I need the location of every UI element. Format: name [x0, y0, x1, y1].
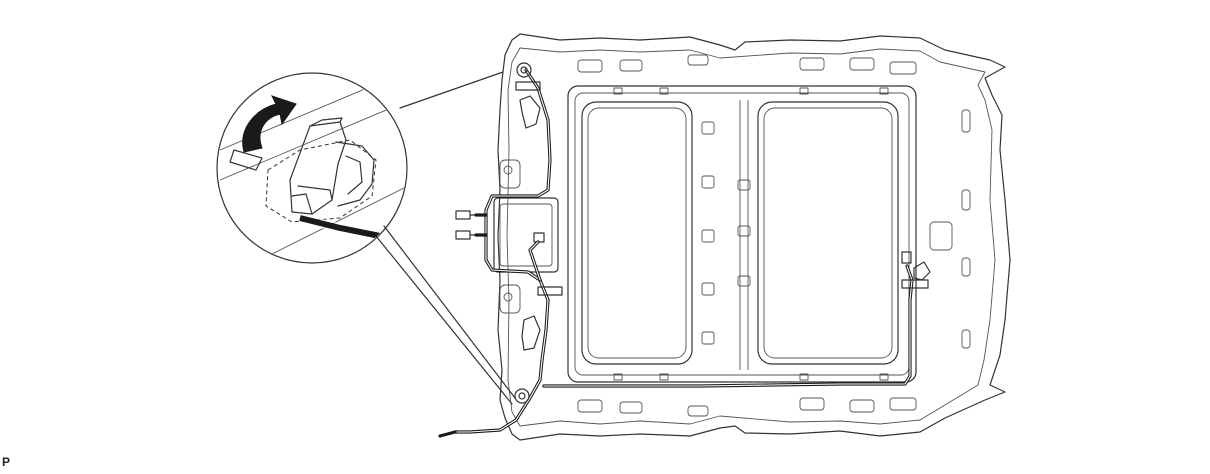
clamp-mid — [537, 286, 563, 296]
sliding-roof-glass-rear — [757, 101, 899, 365]
sliding-roof-glass-front — [581, 101, 693, 365]
clamp-right — [901, 279, 929, 289]
figure-corner-label: P — [2, 455, 11, 469]
harness-clamps — [514, 62, 931, 404]
callout-detail — [216, 72, 408, 264]
clamp-upper — [515, 81, 541, 91]
sunroof-frame — [567, 85, 917, 383]
roof-wire-harness — [438, 68, 914, 438]
wire-harness-connectors — [455, 197, 912, 273]
connector-a — [455, 210, 471, 220]
connector-b — [455, 230, 471, 240]
callout-leader-lines — [375, 71, 516, 405]
curved-arrow-icon — [242, 95, 297, 153]
connector-c — [901, 251, 912, 264]
